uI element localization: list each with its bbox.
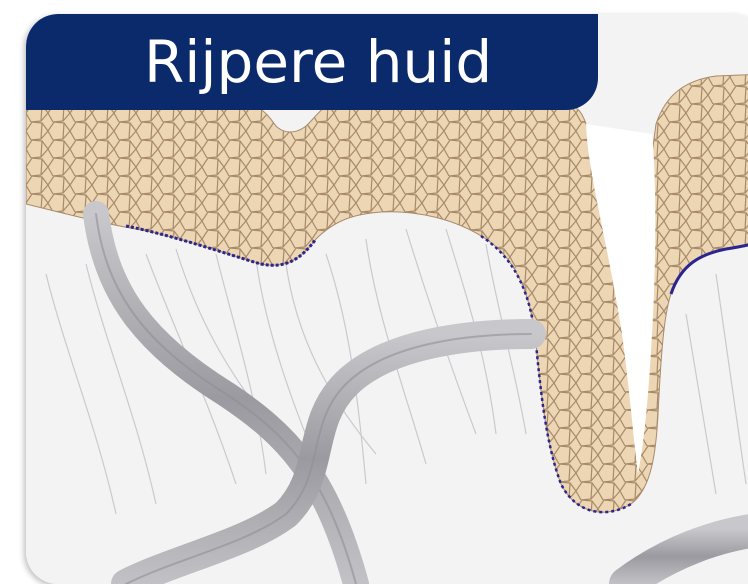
diagram-frame: Rijpere huid bbox=[26, 14, 748, 584]
page-title: Rijpere huid bbox=[144, 28, 492, 96]
title-tab: Rijpere huid bbox=[26, 14, 598, 110]
